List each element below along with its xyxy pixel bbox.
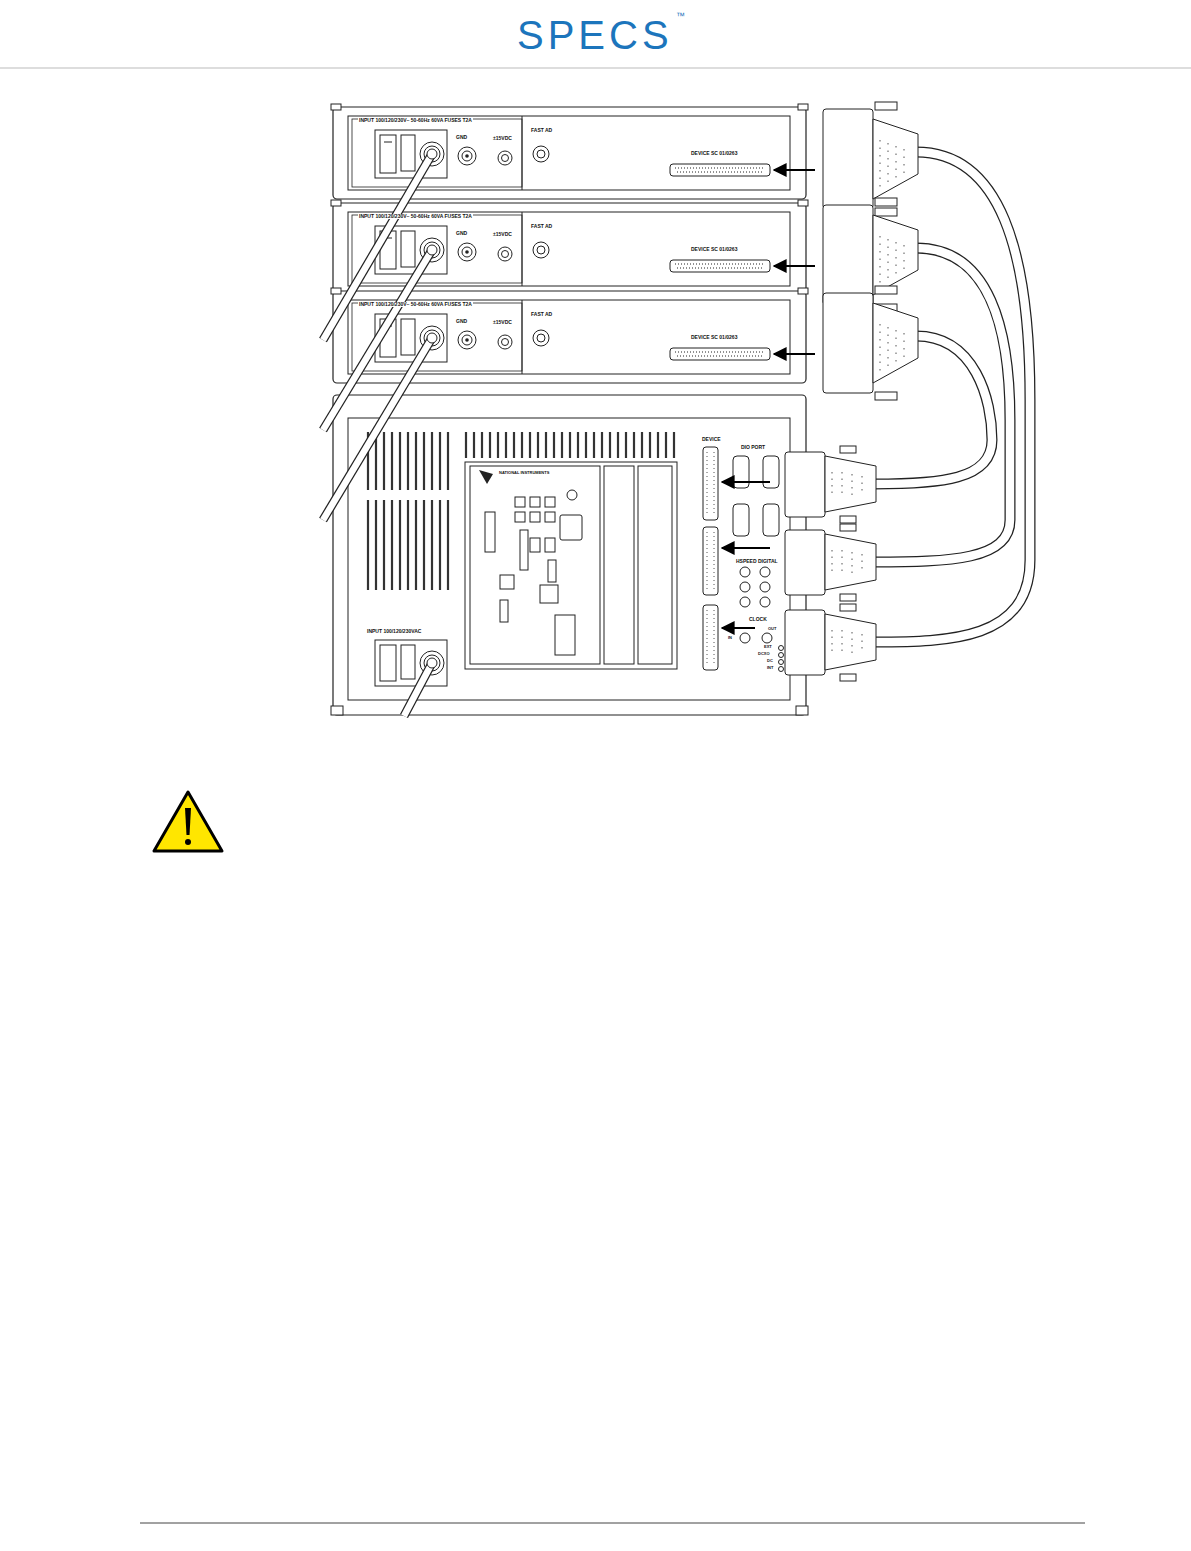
panel-label: DCXO <box>757 652 771 656</box>
panel-label: IN <box>727 636 733 640</box>
panel-label: HSPEED DIGITAL <box>735 559 779 564</box>
panel-label: CLOCK <box>748 617 768 622</box>
panel-label: DEVICE <box>701 437 722 442</box>
panel-label: INPUT 100/120/230VAC <box>366 629 422 634</box>
panel-label: GND <box>455 231 468 236</box>
panel-label: GND <box>455 319 468 324</box>
panel-label: NATIONAL INSTRUMENTS <box>498 471 550 475</box>
panel-label: ±15VDC <box>492 320 513 325</box>
logo-text: SPECS <box>516 14 674 56</box>
panel-label: DEVICE SC 01/0263 <box>690 247 738 252</box>
panel-label: EXT <box>763 645 773 649</box>
panel-label: OUT <box>767 627 777 631</box>
panel-label: INPUT 100/120/230V~ 50-60Hz 60VA FUSES T… <box>358 118 473 123</box>
panel-label: GND <box>455 135 468 140</box>
panel-label: DIO PORT <box>740 445 766 450</box>
panel-label: DC <box>766 659 774 663</box>
panel-label: DEVICE SC 01/0263 <box>690 151 738 156</box>
panel-label: INPUT 100/120/230V~ 50-60Hz 60VA FUSES T… <box>358 302 473 307</box>
panel-label: ±15VDC <box>492 232 513 237</box>
panel-label: DEVICE SC 01/0263 <box>690 335 738 340</box>
panel-label: FAST AD <box>530 312 553 317</box>
panel-label: INPUT 100/120/230V~ 50-60Hz 60VA FUSES T… <box>358 214 473 219</box>
panel-label: INT <box>766 666 774 670</box>
panel-label: FAST AD <box>530 224 553 229</box>
panel-label: FAST AD <box>530 128 553 133</box>
logo-text: ™ <box>675 12 686 21</box>
panel-label: ±15VDC <box>492 136 513 141</box>
